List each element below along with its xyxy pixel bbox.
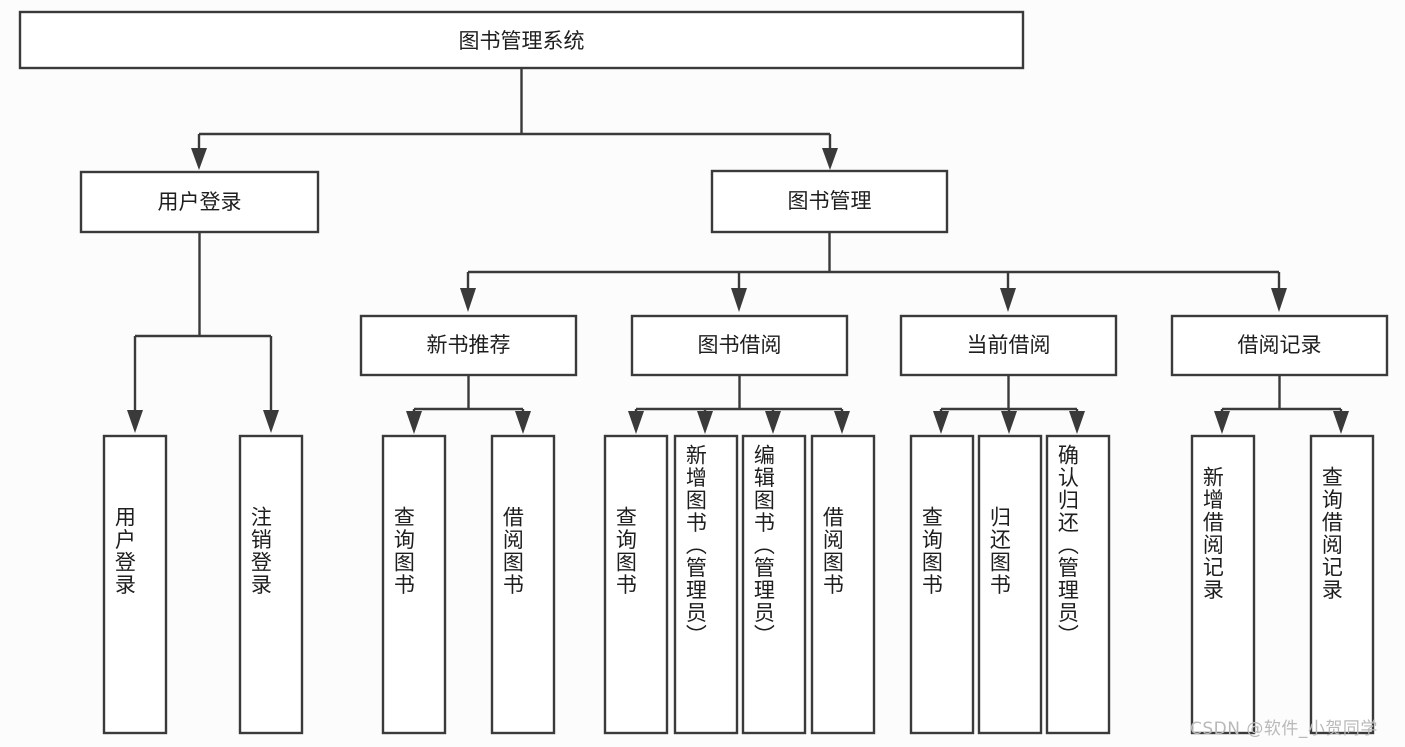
root-label: 图书管理系统 (459, 29, 585, 53)
new-book-recommend-label: 新书推荐 (427, 333, 511, 357)
connector-borrow-record-to-leaves (1214, 375, 1349, 434)
leaf-box-add-record[interactable] (1190, 434, 1256, 735)
connector-root-to-level2 (191, 68, 838, 170)
current-borrow-box (899, 314, 1118, 377)
leaf-box-user-login[interactable] (102, 434, 168, 735)
arrow-to-leaf-return-book (1001, 411, 1017, 434)
leaf-box-logout-login[interactable] (238, 434, 304, 735)
leaf-box-confirm-return[interactable] (1045, 434, 1111, 735)
node-book-manage[interactable]: 图书管理 (710, 169, 949, 234)
leaf-box-borrow-book-2[interactable] (810, 434, 876, 735)
arrow-to-leaf-borrow-book-2 (834, 411, 850, 434)
connector-current-borrow-to-leaves (933, 375, 1085, 434)
arrow-to-leaf-add-book (697, 411, 713, 434)
leaf-box-query-record[interactable] (1309, 434, 1375, 735)
node-book-borrow[interactable]: 图书借阅 (630, 314, 849, 377)
leaf-box-borrow-book-1[interactable] (490, 434, 556, 735)
arrow-to-leaf-query-book-1 (406, 411, 422, 434)
current-borrow-label: 当前借阅 (967, 333, 1051, 357)
book-borrow-label: 图书借阅 (698, 333, 782, 357)
arrow-to-book-manage (822, 148, 838, 170)
arrow-to-borrow-record (1271, 288, 1287, 312)
leaf-box-query-book-2[interactable] (603, 434, 669, 735)
arrow-to-leaf-query-book-2 (628, 411, 644, 434)
arrow-to-leaf-borrow-book-1 (515, 411, 531, 434)
leaf-box-edit-book[interactable] (741, 434, 807, 735)
connector-book-manage-to-level3 (460, 232, 1287, 312)
new-book-recommend-box (359, 314, 578, 377)
arrow-to-leaf-logout-login (263, 410, 279, 433)
leaf-box-query-book-1[interactable] (381, 434, 447, 735)
arrow-to-leaf-user-login (127, 410, 143, 433)
node-root[interactable]: 图书管理系统 (18, 10, 1025, 70)
arrow-to-new-book-recommend (460, 288, 476, 312)
connector-user-login-to-leaves (127, 232, 279, 433)
arrow-to-leaf-edit-book (765, 411, 781, 434)
arrow-to-leaf-query-record (1333, 411, 1349, 434)
leaf-box-query-book-3[interactable] (909, 434, 975, 735)
leaf-box-add-book[interactable] (673, 434, 739, 735)
book-manage-label: 图书管理 (788, 189, 872, 213)
node-current-borrow[interactable]: 当前借阅 (899, 314, 1118, 377)
connector-new-book-recommend-to-leaves (406, 375, 531, 434)
node-new-book-recommend[interactable]: 新书推荐 (359, 314, 578, 377)
root-box (18, 10, 1025, 70)
arrow-to-current-borrow (1000, 288, 1016, 312)
arrow-to-leaf-query-book-3 (933, 411, 949, 434)
user-login-label: 用户登录 (158, 190, 242, 214)
leaf-box-return-book[interactable] (977, 434, 1043, 735)
arrow-to-leaf-add-record (1214, 411, 1230, 434)
csdn-watermark: CSDN @软件_小贺同学 (1190, 719, 1378, 739)
node-user-login[interactable]: 用户登录 (79, 170, 320, 234)
user-login-box (79, 170, 320, 234)
arrow-to-user-login (191, 148, 207, 170)
connector-book-borrow-to-leaves (628, 375, 850, 434)
arrow-to-book-borrow (731, 288, 747, 312)
borrow-record-label: 借阅记录 (1238, 333, 1322, 357)
node-borrow-record[interactable]: 借阅记录 (1170, 314, 1389, 377)
arrow-to-leaf-confirm-return (1069, 411, 1085, 434)
